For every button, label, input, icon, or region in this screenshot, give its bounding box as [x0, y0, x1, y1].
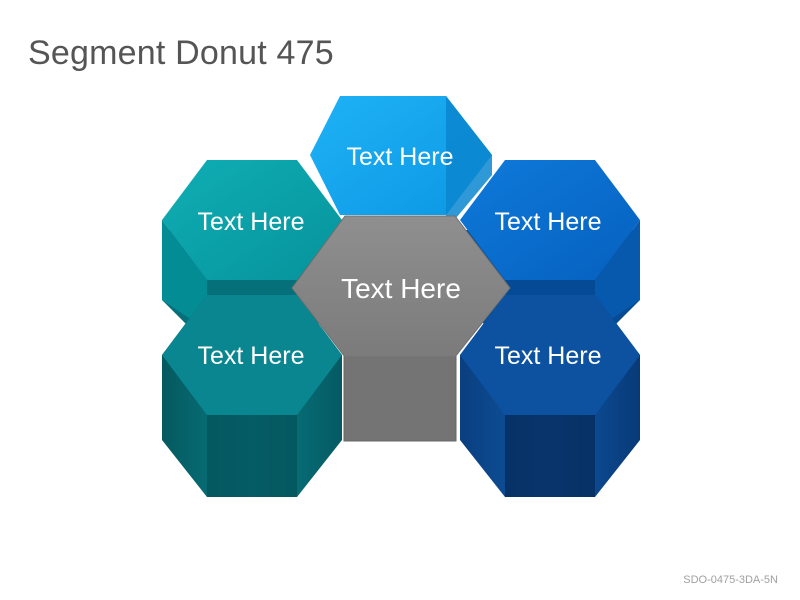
- segment-upper-left-side: [162, 220, 207, 330]
- segment-lower-right: Text Here: [460, 295, 640, 497]
- segment-center-base: [343, 354, 457, 442]
- segment-lower-right-front: [505, 415, 595, 497]
- slide-code: SDO-0475-3DA-5N: [683, 574, 778, 586]
- segment-upper-right-side: [595, 220, 640, 330]
- segment-upper-right-face: [460, 160, 640, 280]
- segment-lower-left-front: [207, 415, 297, 497]
- segment-center: Text Here: [291, 215, 511, 442]
- segment-lower-right-label: Text Here: [495, 342, 602, 370]
- segment-top-label: Text Here: [347, 143, 454, 171]
- segment-top: Text Here: [310, 96, 492, 230]
- segment-lower-left-label: Text Here: [198, 342, 305, 370]
- segment-lower-left-face: [162, 295, 342, 415]
- segment-upper-left-label: Text Here: [198, 208, 305, 236]
- segment-center-label: Text Here: [341, 273, 461, 304]
- segment-upper-right-label: Text Here: [495, 208, 602, 236]
- segment-lower-right-face: [460, 295, 640, 415]
- segment-upper-left-face: [162, 160, 342, 280]
- segment-upper-left: Text Here: [162, 160, 342, 345]
- segment-top-side: [446, 96, 492, 230]
- segment-lower-left: Text Here: [162, 295, 342, 497]
- segment-center-face: [291, 215, 511, 358]
- page-title: Segment Donut 475: [28, 34, 334, 72]
